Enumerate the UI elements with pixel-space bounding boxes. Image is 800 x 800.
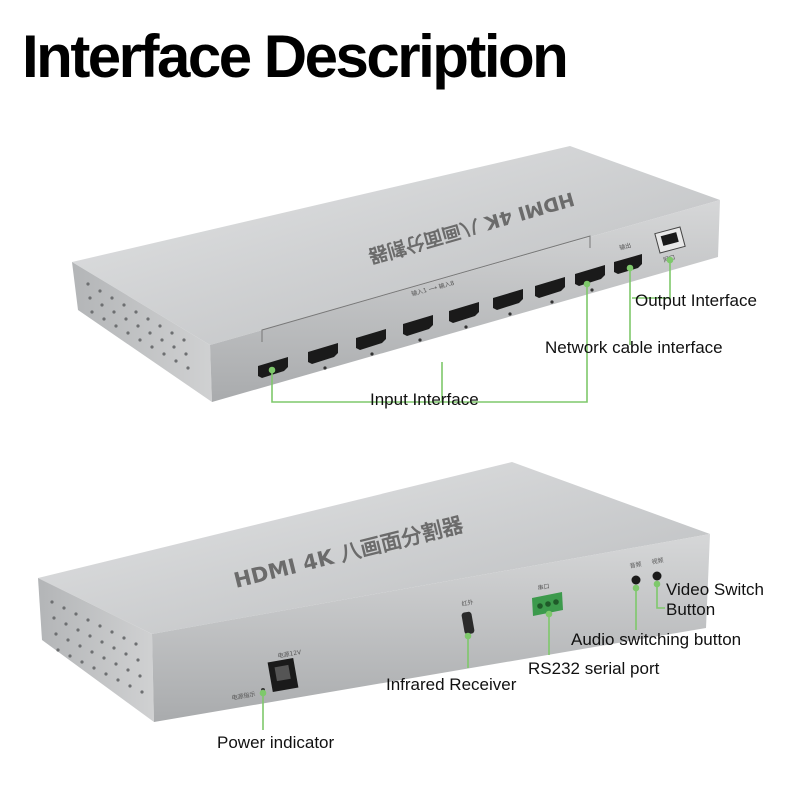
hdmi-input-port-8 (575, 265, 605, 286)
video-mark: 视频 (651, 556, 664, 566)
callout-audio-switching-button: Audio switching button (571, 630, 741, 649)
rs232-terminal-block (532, 592, 563, 616)
callout-line-video (656, 584, 665, 609)
callout-infrared-receiver: Infrared Receiver (386, 675, 517, 694)
input-group-bracket (261, 235, 591, 342)
device-front-view: HDMI 4K 八画面分割器 电源12V 电源指示 红外 串口 音频 视频 (38, 462, 710, 722)
ir-mark: 红外 (461, 598, 474, 608)
video-switch-button (652, 571, 662, 581)
callout-lines-bottom (259, 580, 665, 730)
power-dc-jack (267, 657, 299, 693)
hdmi-input-port-5 (449, 302, 479, 323)
callout-power-indicator: Power indicator (217, 733, 335, 752)
hdmi-input-port-3 (356, 329, 386, 350)
callout-video-switch: Video Switch (666, 580, 764, 599)
port-indicator-dots (323, 288, 594, 370)
callout-video-switch-line2: Button (666, 600, 715, 619)
callout-network-cable-interface: Network cable interface (545, 338, 723, 357)
audio-switch-button (631, 575, 641, 585)
ir-receiver-window (461, 611, 475, 635)
vent-holes (86, 282, 190, 370)
callout-line-input (271, 284, 588, 403)
callout-input-interface: Input Interface (370, 390, 479, 409)
device-rear-view: HDMI 4K 八画面分割器 输入1 ⟶ 输入8 输出 网口 (72, 146, 720, 402)
rj45-network-port (654, 226, 686, 254)
vent-holes-2 (50, 600, 144, 694)
device-side-panel (72, 262, 212, 402)
device2-top-surface (38, 462, 710, 634)
hdmi-output-port (614, 254, 642, 274)
hdmi-input-port-6 (493, 289, 523, 310)
hdmi-input-port-4 (403, 315, 433, 336)
device2-side-panel (38, 578, 154, 722)
hdmi-input-ports (258, 265, 605, 378)
callout-rs232-serial-port: RS232 serial port (528, 659, 660, 678)
rs232-mark: 串口 (537, 582, 550, 592)
device-top-surface (72, 146, 720, 345)
callout-lines-top (268, 256, 674, 403)
output-mark: 输出 (618, 241, 632, 252)
callout-output-interface: Output Interface (635, 291, 757, 310)
page-title: Interface Description (22, 23, 569, 90)
audio-mark: 音频 (629, 560, 642, 570)
hdmi-input-port-2 (308, 343, 338, 364)
callout-line-output (632, 260, 671, 299)
hdmi-input-port-7 (535, 277, 565, 298)
